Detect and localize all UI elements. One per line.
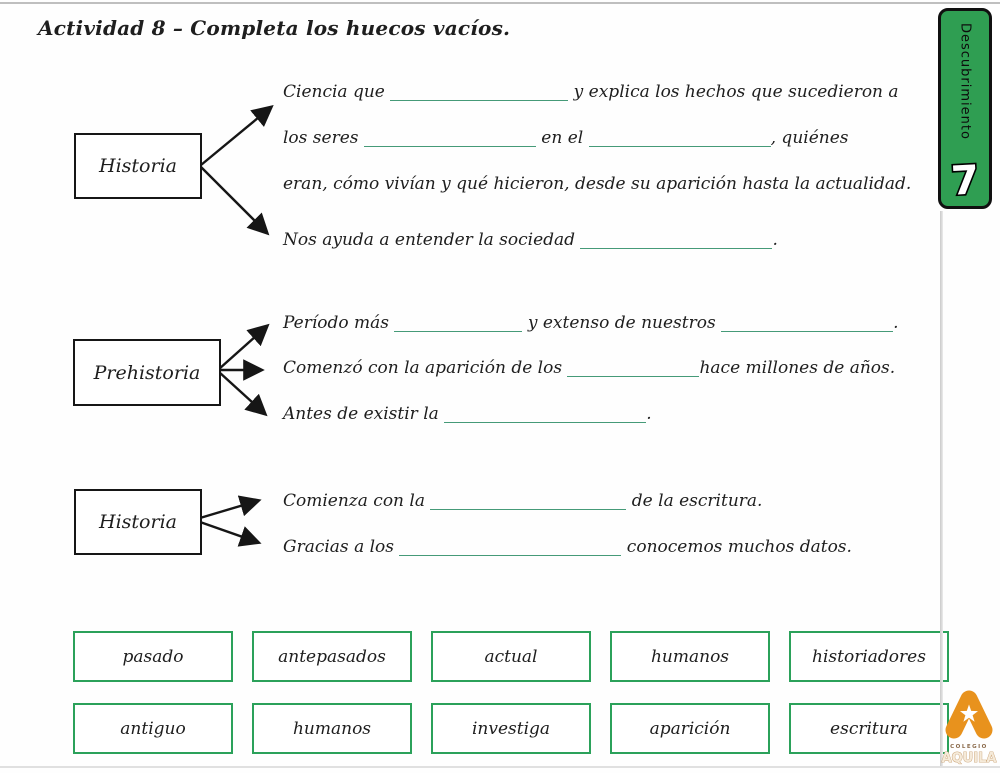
- page-top-edge: [0, 2, 1000, 4]
- line-text: hace millones de años.: [699, 358, 896, 378]
- blank-field[interactable]: [721, 329, 894, 332]
- fill-line: Período más y extenso de nuestros .: [283, 313, 898, 333]
- line-text: Gracias a los: [283, 537, 400, 557]
- word-tile-label: aparición: [649, 718, 731, 739]
- concept-box-label: Historia: [99, 511, 177, 533]
- unit-tab-label: Descubrimiento: [957, 23, 973, 140]
- blank-field[interactable]: [363, 144, 536, 147]
- word-tile[interactable]: humanos: [610, 631, 770, 682]
- blank-field[interactable]: [444, 420, 647, 423]
- word-tile-label: escritura: [830, 718, 908, 739]
- concept-box: Historia: [74, 133, 202, 199]
- arrow-line: [200, 104, 274, 166]
- word-tile-label: humanos: [292, 718, 372, 739]
- activity-title: Actividad 8 – Completa los huecos vacíos…: [38, 16, 511, 40]
- concept-box-label: Historia: [99, 155, 177, 177]
- word-tile-label: antiguo: [120, 718, 186, 739]
- line-text: .: [893, 313, 899, 333]
- word-tile-label: actual: [484, 646, 538, 667]
- line-text: Nos ayuda a entender la sociedad: [283, 230, 581, 250]
- page-right-edge: [940, 211, 943, 767]
- fill-line: Comienza con la de la escritura.: [283, 491, 762, 511]
- line-text: Comenzó con la aparición de los: [283, 358, 568, 378]
- unit-number: 7: [950, 157, 980, 204]
- line-text: y extenso de nuestros: [522, 313, 722, 333]
- word-tile[interactable]: aparición: [610, 703, 770, 754]
- fill-line: los seres en el , quiénes: [283, 128, 849, 148]
- line-text: .: [772, 230, 778, 250]
- line-text: de la escritura.: [626, 491, 763, 511]
- blank-field[interactable]: [430, 507, 627, 510]
- blank-field[interactable]: [399, 553, 622, 556]
- line-text: Período más: [283, 313, 395, 333]
- logo-text-colegio: COLEGIO: [950, 744, 988, 750]
- arrow-line: [218, 371, 268, 417]
- concept-box: Prehistoria: [73, 339, 221, 406]
- line-text: Antes de existir la: [283, 404, 445, 424]
- word-tile-label: pasado: [122, 646, 184, 667]
- word-tile[interactable]: antepasados: [252, 631, 412, 682]
- blank-field[interactable]: [588, 144, 771, 147]
- word-bank-row-2: antiguo humanos investiga aparición escritur…: [73, 703, 949, 754]
- word-tile[interactable]: antiguo: [73, 703, 233, 754]
- line-text: Ciencia que: [283, 82, 391, 102]
- word-tile[interactable]: escritura: [789, 703, 949, 754]
- fill-line: eran, cómo vivían y qué hicieron, desde …: [283, 174, 911, 194]
- word-bank-row-1: pasado antepasados actual humanos historiado…: [73, 631, 949, 682]
- word-tile[interactable]: actual: [431, 631, 591, 682]
- concept-box: Historia: [74, 489, 202, 555]
- logo-text-aquila: AQUILA: [942, 751, 997, 766]
- school-logo: COLEGIO AQUILA: [941, 690, 997, 766]
- word-tile-label: historiadores: [812, 646, 926, 667]
- blank-field[interactable]: [567, 374, 700, 377]
- star-icon: [960, 704, 978, 722]
- fill-line: Nos ayuda a entender la sociedad .: [283, 230, 778, 250]
- blank-field[interactable]: [390, 98, 569, 101]
- line-text: en el: [535, 128, 589, 148]
- word-tile[interactable]: investiga: [431, 703, 591, 754]
- fill-line: Comenzó con la aparición de los hace mil…: [283, 358, 895, 378]
- line-text: y explica los hechos que sucedieron a: [568, 82, 899, 102]
- blank-field[interactable]: [394, 329, 523, 332]
- fill-line: Gracias a los conocemos muchos datos.: [283, 537, 852, 557]
- line-text: eran, cómo vivían y qué hicieron, desde …: [283, 174, 912, 194]
- line-text: .: [646, 404, 652, 424]
- unit-number-badge: 7: [948, 156, 981, 204]
- fill-line: Antes de existir la .: [283, 404, 652, 424]
- page-bottom-edge: [0, 766, 1000, 768]
- word-tile-label: investiga: [471, 718, 551, 739]
- line-text: Comienza con la: [283, 491, 431, 511]
- blank-field[interactable]: [580, 246, 773, 249]
- arrow-line: [199, 495, 262, 520]
- word-tile-label: humanos: [650, 646, 730, 667]
- arrow-line: [200, 166, 270, 236]
- word-tile[interactable]: historiadores: [789, 631, 949, 682]
- line-text: , quiénes: [770, 128, 849, 148]
- word-tile[interactable]: pasado: [73, 631, 233, 682]
- arrow-line: [218, 323, 270, 370]
- unit-side-tab: Descubrimiento 7: [938, 8, 992, 209]
- line-text: los seres: [283, 128, 364, 148]
- word-tile-label: antepasados: [278, 646, 386, 667]
- concept-box-label: Prehistoria: [93, 361, 201, 384]
- eagle-a-icon: [945, 690, 993, 739]
- fill-line: Ciencia que y explica los hechos que suc…: [283, 82, 899, 102]
- arrow-line: [199, 520, 262, 547]
- word-tile[interactable]: humanos: [252, 703, 412, 754]
- line-text: conocemos muchos datos.: [621, 537, 852, 557]
